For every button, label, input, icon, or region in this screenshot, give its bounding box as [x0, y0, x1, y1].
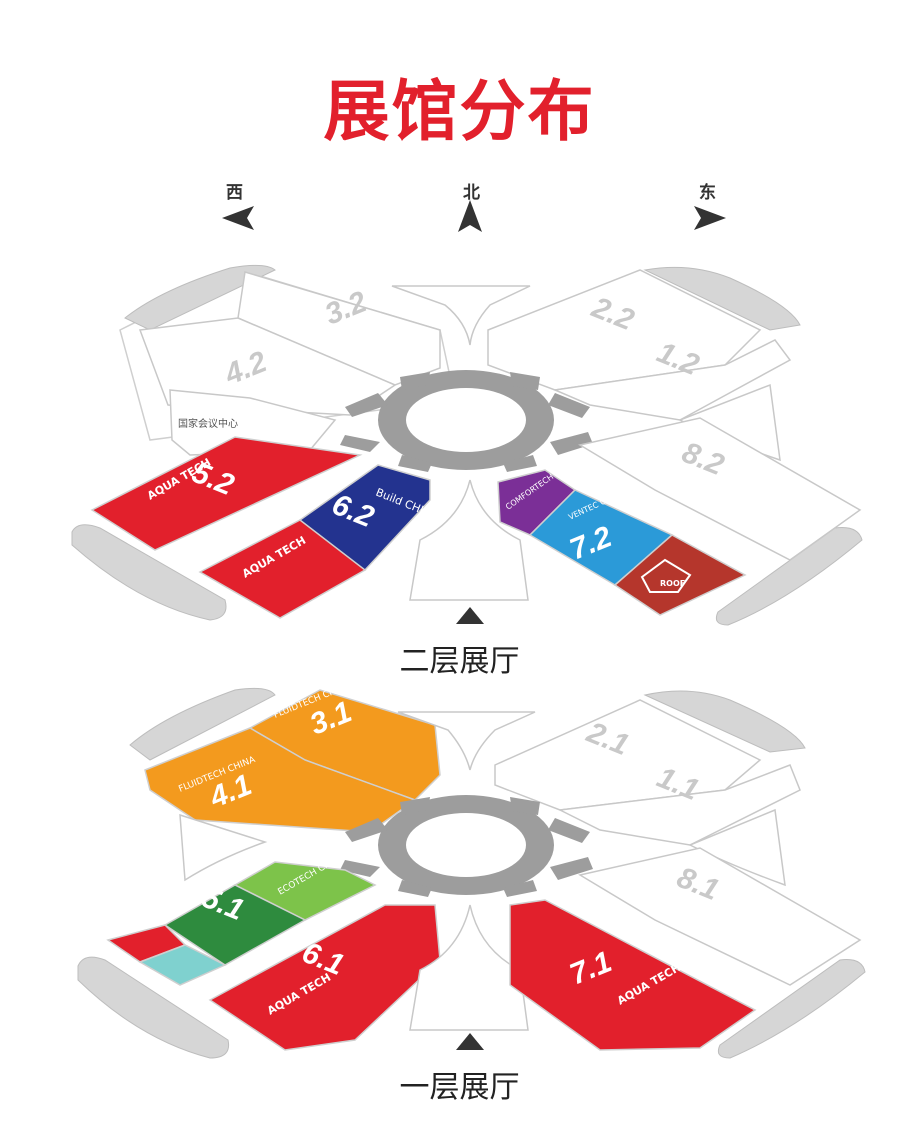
compass-west-label: 西	[226, 183, 243, 203]
hall-1-2[interactable]	[552, 339, 792, 421]
lower-nw-cap	[129, 687, 276, 761]
upper-north-plaza	[391, 285, 531, 346]
lower-entrance-arrow-icon	[456, 1033, 484, 1050]
lower-west-plaza	[179, 813, 268, 882]
compass-north-label: 北	[463, 183, 480, 203]
upper-floor-label: 二层展厅	[399, 644, 520, 679]
lower-se-cap	[717, 959, 866, 1059]
roof-icon	[640, 558, 692, 593]
hall-5-2[interactable]	[90, 436, 363, 551]
page-title: 展馆分布	[323, 73, 596, 150]
hall-5-1-green[interactable]	[163, 884, 307, 966]
hall-7-1[interactable]	[509, 899, 757, 1051]
lower-floor-map: 3.1 FLUIDTECH CHINA 4.1 FLUIDTECH CHINA …	[77, 681, 866, 1059]
hall-8-1[interactable]	[578, 847, 862, 986]
upper-south-plaza	[409, 479, 529, 601]
upper-sw-cap	[71, 524, 227, 621]
hall-4-1[interactable]	[144, 727, 417, 833]
lower-sw-cap	[77, 956, 230, 1059]
east-arrow-icon	[694, 206, 726, 230]
hall-5-1-teal[interactable]	[138, 944, 227, 986]
compass-east-label: 东	[699, 183, 716, 203]
upper-roundabout	[340, 370, 593, 472]
hall-7-2-roof-brand: ROOF	[660, 579, 685, 588]
upper-nw-cap	[124, 264, 276, 331]
lower-north-plaza	[397, 711, 536, 771]
upper-ne-cap	[643, 266, 801, 331]
lower-floor-label: 一层展厅	[399, 1070, 520, 1105]
hall-1-1[interactable]	[557, 764, 801, 846]
west-arrow-icon	[222, 206, 254, 230]
hall-7-2-roof[interactable]	[613, 534, 747, 616]
convention-center-label: 国家会议中心	[178, 417, 238, 430]
lower-ne-cap	[643, 690, 806, 753]
hall-6-2-aqua[interactable]	[198, 519, 367, 619]
upper-se-cap	[715, 527, 863, 626]
upper-entrance-arrow-icon	[456, 607, 484, 624]
hall-8-2[interactable]	[578, 417, 862, 561]
lower-roundabout	[340, 795, 593, 897]
north-arrow-icon	[458, 200, 482, 232]
upper-floor-map: 3.2 4.2 国家会议中心 2.2 1.2 5.2	[71, 264, 863, 626]
